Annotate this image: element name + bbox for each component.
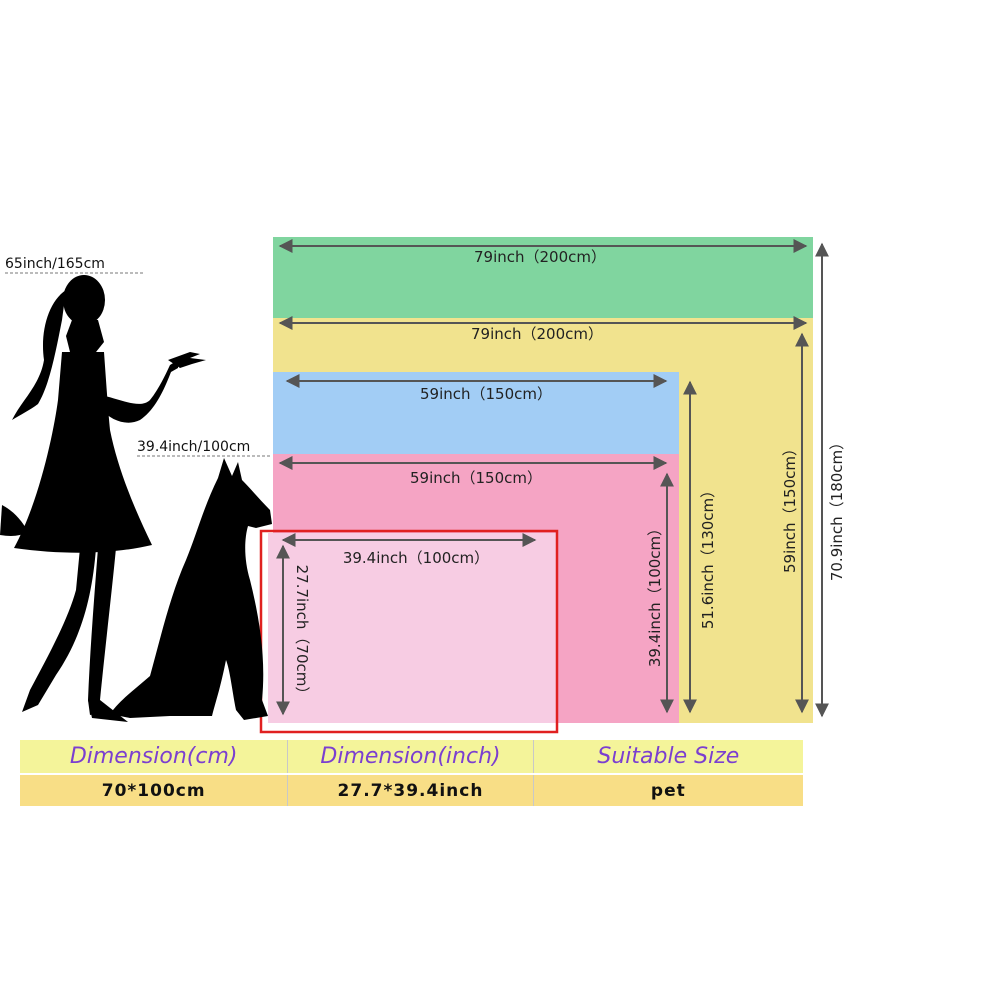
- dog-silhouette-icon: [110, 458, 272, 720]
- woman-silhouette-icon: [0, 275, 206, 722]
- blanket-100x70: [268, 533, 556, 723]
- dog-height-label: 39.4inch/100cm: [137, 439, 250, 455]
- table-header-row: Dimension(cm) Dimension(inch) Suitable S…: [20, 740, 803, 773]
- spec-table: Dimension(cm) Dimension(inch) Suitable S…: [20, 740, 803, 806]
- width-label-5: 39.4inch（100cm）: [343, 549, 489, 567]
- cell-dimension-cm: 70*100cm: [101, 780, 206, 801]
- highlight-frame: [259, 529, 559, 734]
- height-label-3: 51.6inch（130cm）: [699, 483, 717, 629]
- height-label-1: 70.9inch（180cm）: [828, 435, 846, 581]
- woman-height-label: 65inch/165cm: [5, 256, 105, 272]
- header-dimension-cm: Dimension(cm): [69, 744, 238, 769]
- height-label-4: 39.4inch（100cm）: [646, 521, 664, 667]
- width-label-1: 79inch（200cm）: [474, 248, 606, 266]
- width-label-2: 79inch（200cm）: [471, 325, 603, 343]
- cell-dimension-inch: 27.7*39.4inch: [287, 775, 532, 806]
- cell-suitable-size: pet: [532, 775, 803, 806]
- width-label-3: 59inch（150cm）: [420, 385, 552, 403]
- header-suitable-size: Suitable Size: [532, 740, 803, 773]
- height-label-5: 27.7inch（70cm）: [293, 565, 311, 702]
- height-label-2: 59inch（150cm）: [781, 441, 799, 573]
- table-row: 70*100cm 27.7*39.4inch pet: [20, 773, 803, 806]
- header-dimension-inch: Dimension(inch): [287, 740, 532, 773]
- width-label-4: 59inch（150cm）: [410, 469, 542, 487]
